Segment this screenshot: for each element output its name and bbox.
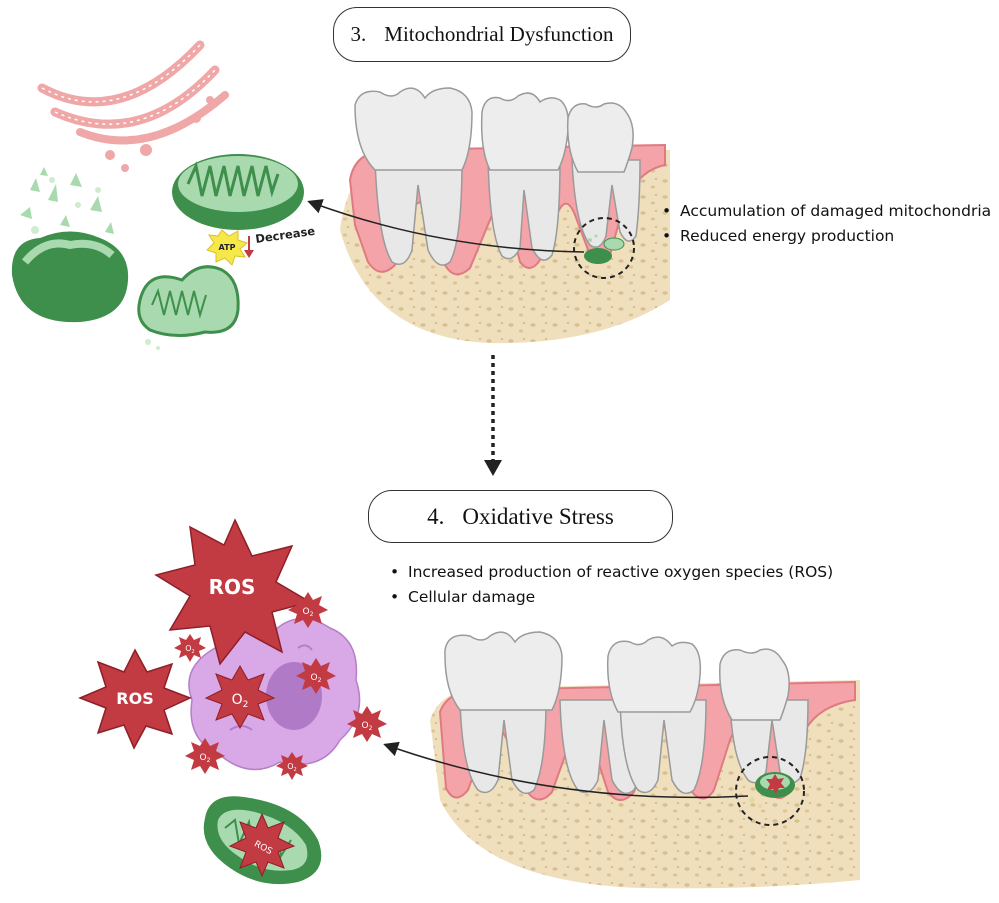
tooth-crown-1 — [354, 87, 473, 171]
decrease-indicator: Decrease — [244, 224, 316, 258]
svg-text:O2: O2 — [303, 607, 314, 618]
section-3-title-box: 3. Mitochondrial Dysfunction — [333, 7, 631, 62]
superoxide-radical: O2 — [204, 664, 276, 730]
section-4-title: Oxidative Stress — [462, 503, 614, 529]
superoxide-radical: O2 — [185, 738, 225, 774]
damaged-mitochondrion-burst — [11, 167, 129, 323]
endoplasmic-reticulum — [37, 40, 229, 172]
ros-label: ROS — [209, 575, 256, 599]
superoxide-radical: O2 — [276, 752, 308, 780]
damage-zone-bottom — [735, 756, 805, 826]
section-3-bullet-list: Accumulation of damaged mitochondria Red… — [660, 199, 991, 249]
section-3-number: 3. — [350, 22, 367, 46]
damage-zone-top — [573, 217, 635, 279]
atp-starburst: ATP — [206, 229, 248, 266]
svg-text:O2: O2 — [200, 753, 211, 764]
callout-arrow-bottom — [383, 741, 749, 799]
decrease-label: Decrease — [254, 224, 316, 246]
superoxide-radical: O2 — [288, 592, 328, 628]
tooth-crown-2 — [606, 636, 702, 713]
callout-arrow-top — [307, 199, 585, 253]
section-4-bullet-list: Increased production of reactive oxygen … — [388, 560, 833, 610]
section-4-title-box: 4. Oxidative Stress — [368, 490, 673, 543]
jaw-bottom — [430, 631, 860, 889]
superoxide-radical: O2 — [347, 706, 387, 742]
tooth-crown-2 — [480, 92, 570, 171]
section-3-title: Mitochondrial Dysfunction — [384, 22, 614, 46]
svg-text:O2: O2 — [185, 644, 194, 655]
superoxide-radical: O2 — [296, 658, 336, 694]
ros-burst-medium: ROS — [77, 648, 192, 750]
tooth-crown-3 — [566, 102, 634, 173]
svg-text:O2: O2 — [311, 673, 322, 684]
down-arrow-icon — [244, 250, 254, 258]
atp-label: ATP — [219, 243, 236, 252]
tooth-crown-3 — [719, 648, 790, 721]
ros-label: ROS — [116, 689, 153, 708]
section-4-number: 4. — [427, 503, 445, 529]
tooth-crown-1 — [444, 631, 563, 711]
list-item: Accumulation of damaged mitochondria — [660, 199, 991, 224]
list-item: Increased production of reactive oxygen … — [388, 560, 833, 585]
svg-text:O2: O2 — [287, 762, 296, 773]
swollen-mitochondrion — [137, 265, 240, 350]
mitochondrion-with-ros: ROS — [203, 796, 322, 885]
list-item: Reduced energy production — [660, 224, 991, 249]
superoxide-radical: O2 — [174, 634, 206, 662]
svg-text:O2: O2 — [232, 692, 249, 710]
svg-text:O2: O2 — [362, 721, 373, 732]
healthy-mitochondrion — [172, 154, 304, 230]
jaw-top — [340, 87, 670, 344]
list-item: Cellular damage — [388, 585, 833, 610]
ros-burst-large: ROS — [154, 518, 312, 666]
